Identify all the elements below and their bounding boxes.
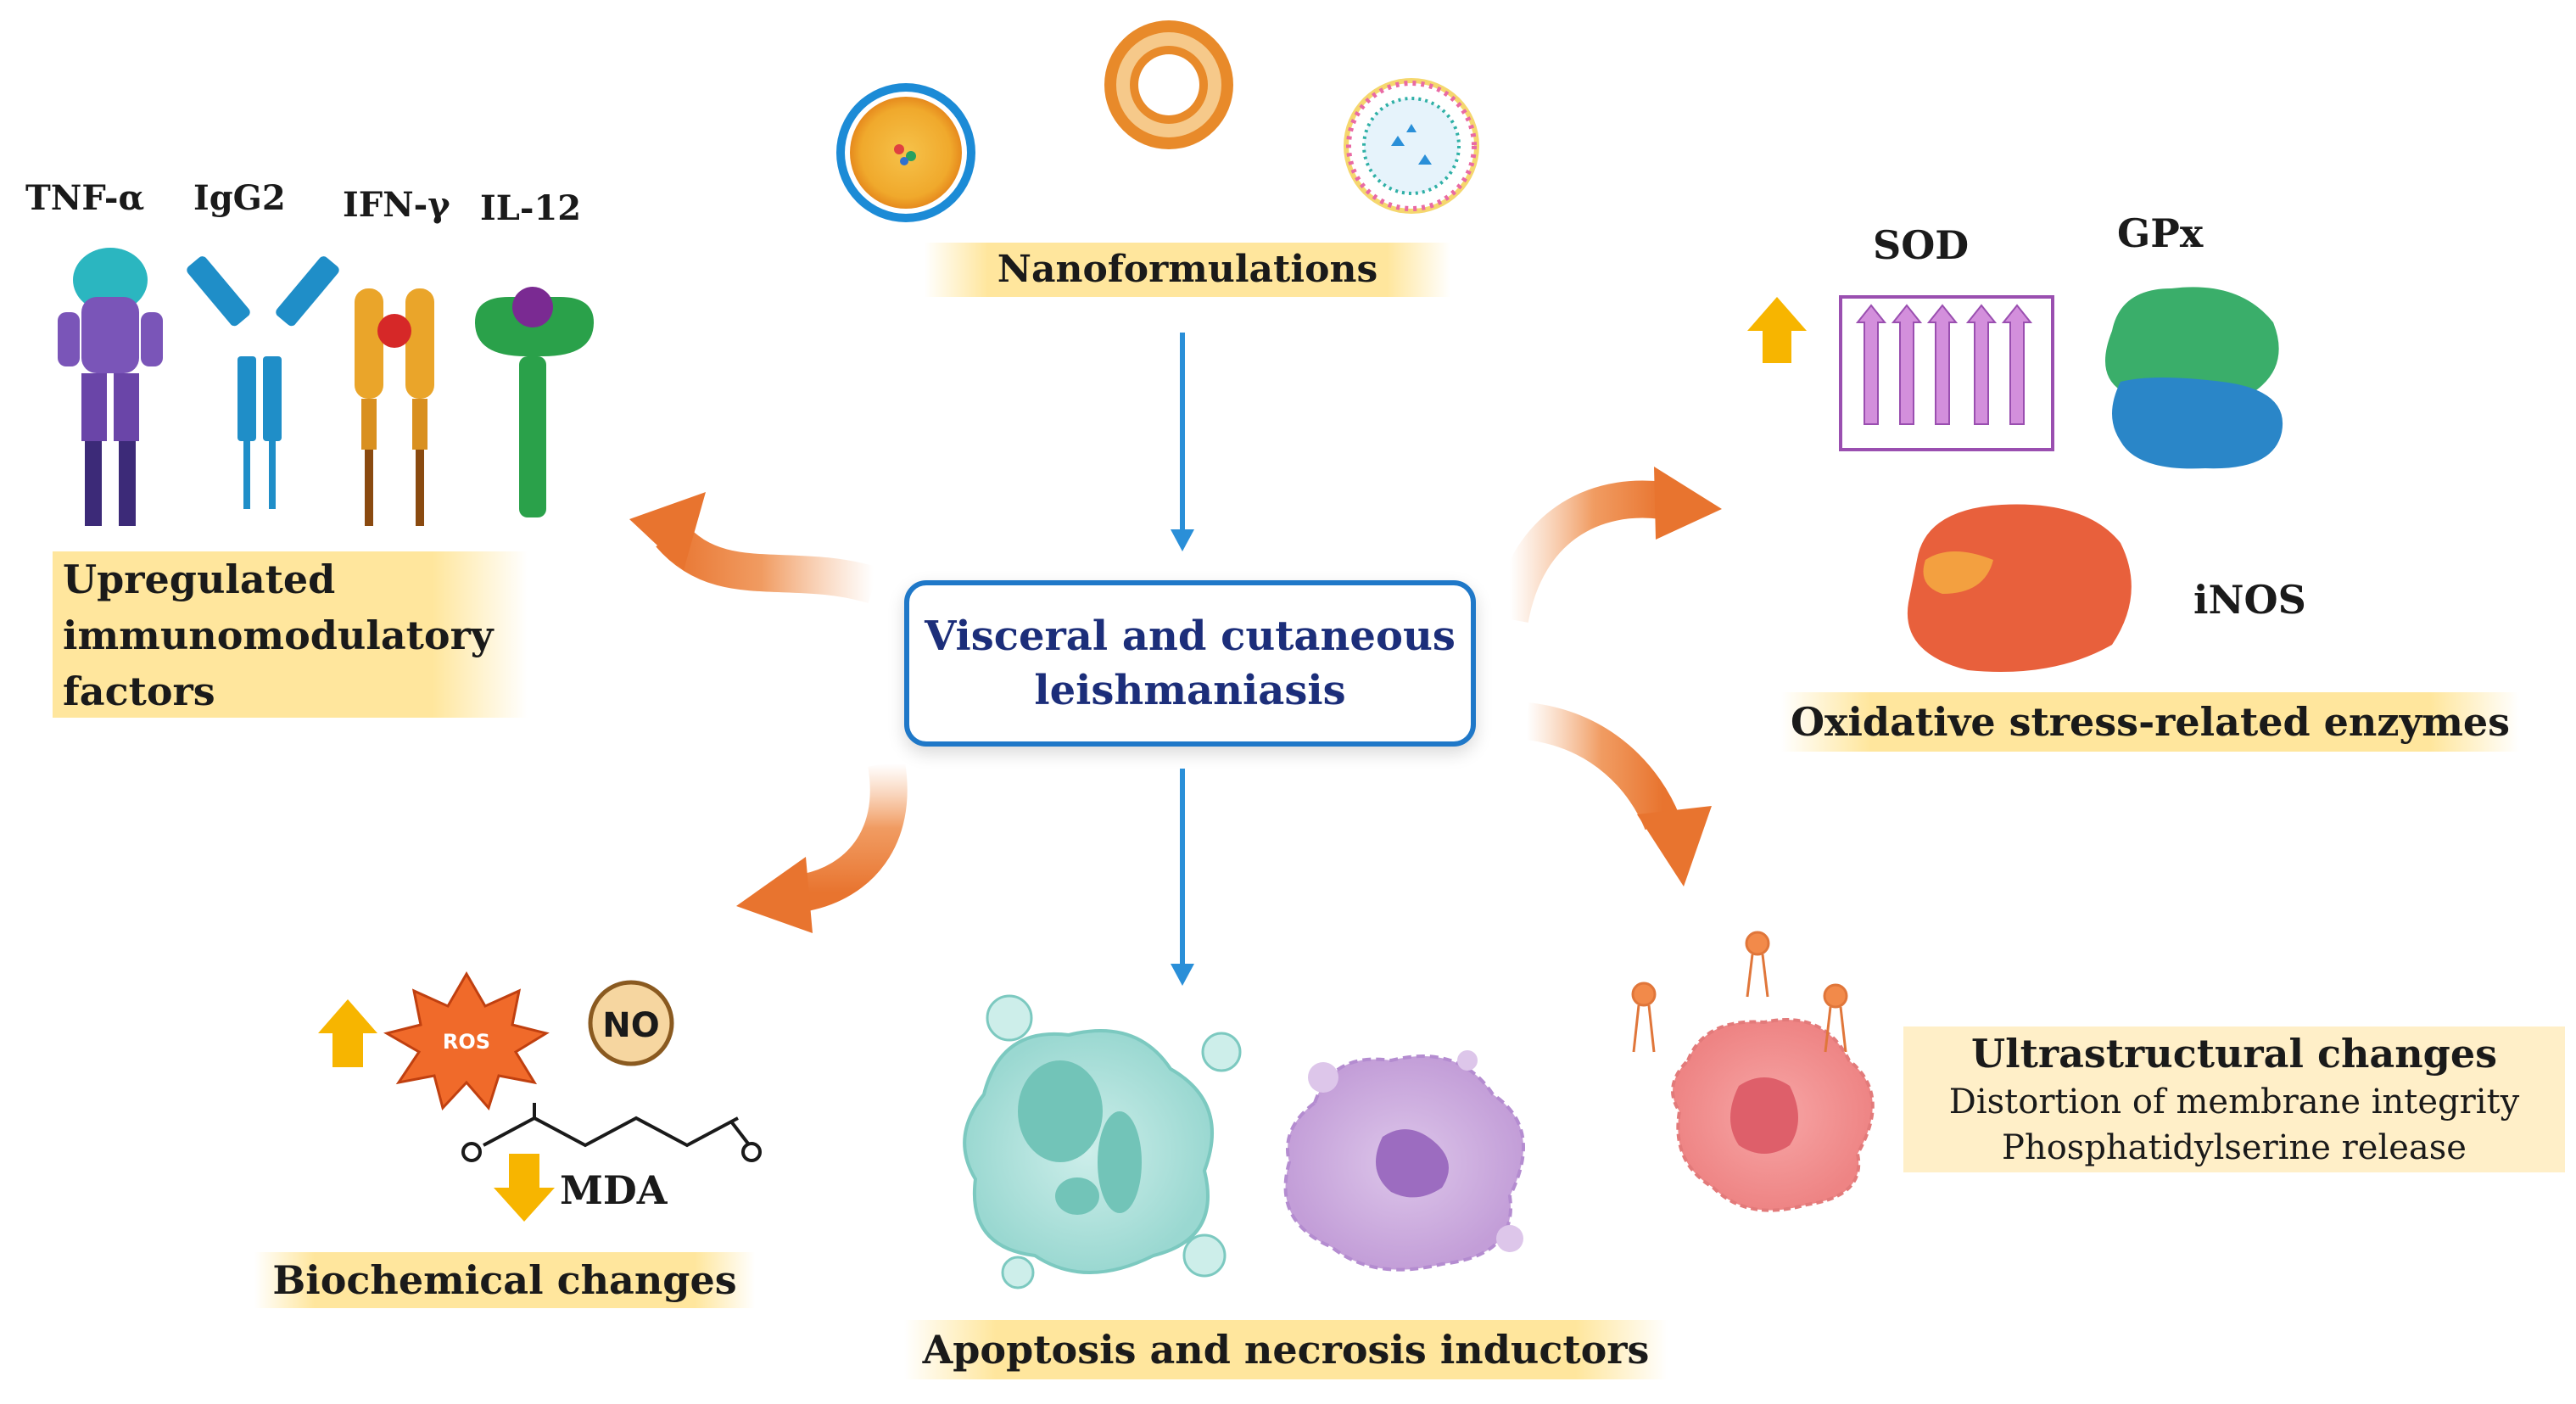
inos-enzyme-icon: [1907, 504, 2132, 672]
immuno-highlight: [53, 551, 528, 718]
blue-arrow-bottom: [1171, 769, 1194, 986]
center-title-line2: leishmaniasis: [1034, 667, 1346, 714]
up-arrow-icon: [318, 999, 377, 1067]
sod-enzyme-icon: [1839, 295, 2054, 451]
inos-label: iNOS: [2193, 577, 2306, 623]
center-title-line1: Visceral and cutaneous: [925, 613, 1456, 660]
tnf-alpha-receptor-icon: [58, 248, 163, 526]
il12-label: IL-12: [480, 188, 582, 228]
gpx-enzyme-icon: [2105, 287, 2283, 469]
ultrastructural-highlight: [1903, 1026, 2565, 1172]
ros-burst-icon: [383, 971, 550, 1111]
tnf-alpha-label: TNF-α: [25, 178, 145, 218]
down-arrow-icon: [494, 1154, 555, 1222]
ultrastructural-line1: Distortion of membrane integrity: [1948, 1082, 2520, 1122]
oxidative-enzymes-label: Oxidative stress-related enzymes: [1781, 692, 2519, 752]
necrotic-cell-icon: [1283, 1050, 1525, 1272]
gpx-label: GPx: [2117, 210, 2204, 256]
ros-label: ROS: [443, 1030, 490, 1054]
nanoparticle-icon: [1344, 78, 1479, 214]
orange-arrow-to-oxidative: [1491, 467, 1722, 624]
immuno-label-line2: immunomodulatory: [63, 613, 494, 658]
sod-label: SOD: [1873, 222, 1970, 268]
mda-label: MDA: [560, 1167, 668, 1213]
ultrastructural-title: Ultrastructural changes: [1971, 1031, 2497, 1077]
orange-arrow-to-biochemical: [736, 760, 908, 933]
il12-receptor-icon: [475, 287, 594, 517]
blue-arrow-top: [1171, 333, 1194, 551]
nanoformulations-label: Nanoformulations: [925, 243, 1450, 297]
biochemical-changes-label: Biochemical changes: [254, 1252, 755, 1308]
apoptosis-label: Apoptosis and necrosis inductors: [904, 1320, 1668, 1379]
ifn-gamma-receptor-icon: [355, 288, 434, 526]
igg2-antibody-icon: [187, 256, 339, 509]
mda-structure-icon: [461, 1103, 762, 1162]
liposome-icon: [1104, 20, 1233, 149]
igg2-label: IgG2: [193, 178, 286, 218]
ifn-gamma-label: IFN-γ: [343, 185, 450, 225]
no-molecule-icon: [588, 980, 674, 1066]
damaged-cell-icon: [1671, 1018, 1875, 1212]
phosphatidylserine-icon: [1631, 931, 1848, 1053]
micelle-icon: [836, 83, 975, 222]
center-disease-box: Visceral and cutaneous leishmaniasis: [904, 580, 1476, 747]
apoptotic-cell-icon: [963, 994, 1242, 1289]
orange-arrow-to-immuno: [629, 492, 880, 604]
orange-arrow-to-ultrastructural: [1523, 702, 1712, 887]
no-label: NO: [602, 1006, 659, 1045]
immuno-label-line3: factors: [63, 668, 215, 714]
ultrastructural-line2: Phosphatidylserine release: [2002, 1128, 2467, 1167]
immuno-label-line1: Upregulated: [63, 557, 336, 602]
up-arrow-icon: [1747, 297, 1807, 363]
